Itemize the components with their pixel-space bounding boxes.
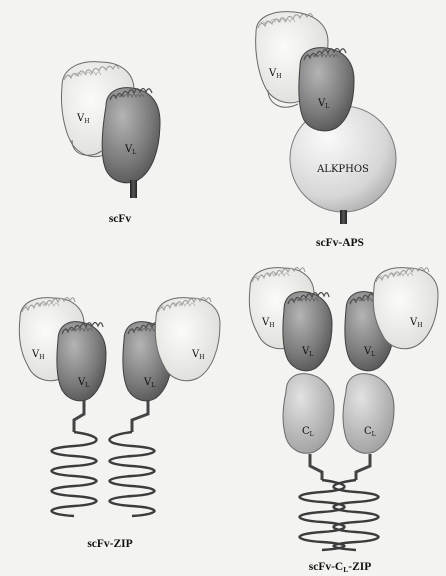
right-hinge: [356, 454, 370, 480]
right-leucine-zipper-coil: [334, 480, 379, 550]
stem: [340, 210, 347, 224]
vl-domain: VL: [102, 88, 160, 183]
panel-scfv-cl-zip: VH VL VL VH CL CL: [249, 268, 438, 575]
panel-scfv-zip: VH VL VL VH: [19, 298, 220, 551]
caption-scfv-aps: scFv-APS: [316, 237, 364, 249]
vl-domain: VL: [283, 292, 332, 371]
right-hinge: [132, 400, 148, 432]
vl-domain: VL: [57, 322, 106, 401]
left-hinge: [310, 454, 322, 480]
caption-scfv-cl-zip: scFv-CL-ZIP: [309, 561, 372, 574]
right-leucine-zipper-coil: [110, 432, 155, 516]
vl-domain: VL: [299, 48, 354, 131]
left-hinge: [74, 400, 84, 432]
panel-scfv-aps: VH ALKPHOS VL scFv-APS: [256, 12, 396, 249]
stem: [130, 180, 137, 198]
caption-scfv: scFv: [109, 213, 132, 225]
vh-domain: VH: [373, 268, 438, 349]
vh-domain: VH: [155, 298, 220, 381]
left-leucine-zipper-coil: [52, 432, 97, 516]
cl-domain: CL: [283, 374, 334, 454]
cl-domain: CL: [343, 374, 394, 454]
panel-scfv: VH VL scFv: [61, 62, 160, 225]
alkphos-label: ALKPHOS: [316, 164, 369, 175]
caption-scfv-zip: scFv-ZIP: [87, 538, 132, 550]
